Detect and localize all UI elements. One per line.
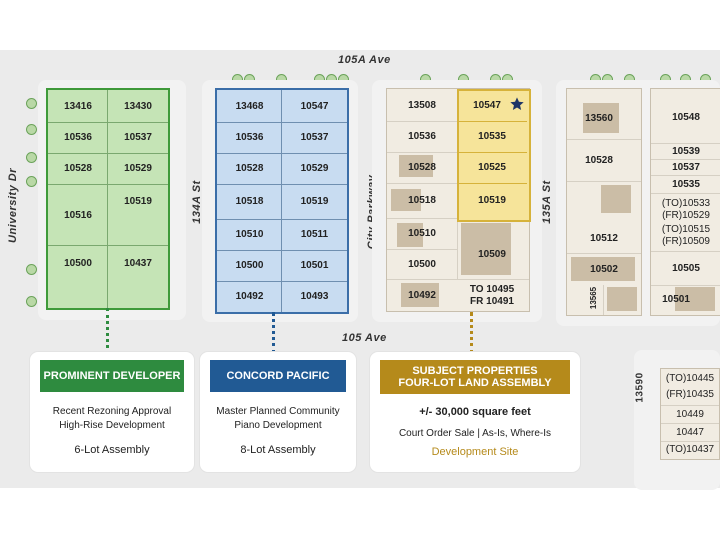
road-label-135a-st: 135A St [541,180,553,224]
lot-label[interactable]: 10518 [235,196,264,207]
lot-label[interactable]: 10537 [672,162,700,173]
lot-label[interactable]: 10518 [408,195,436,206]
lot-label[interactable]: 10511 [300,229,329,240]
card-prominent-developer[interactable]: PROMINENT DEVELOPER Recent Rezoning Appr… [30,352,194,472]
tree-icon [26,176,37,187]
lot-label[interactable]: 10493 [300,291,329,302]
lot-label[interactable]: 10529 [300,163,329,174]
lot-label[interactable]: 10437 [124,257,152,269]
card-assembly-count: 8-Lot Assembly [240,444,316,456]
lot-label[interactable]: 10505 [672,262,700,274]
block-subject: 13508 10547 10536 10535 10528 10525 1051… [386,88,531,312]
lot-label[interactable]: 10510 [235,229,264,240]
connector-line-subject [470,312,473,354]
lot-label[interactable]: (TO)10437 [665,444,715,455]
lot-label[interactable]: 10536 [235,132,264,143]
lot-label[interactable]: 10519 [478,195,506,206]
lot-label[interactable]: 10528 [408,162,436,173]
block-east-b: 10548 10539 10537 10535 (TO)10533 (FR)10… [650,88,720,316]
star-icon [509,96,525,112]
lot-label[interactable]: (FR)10509 [662,235,710,247]
tree-icon [26,124,37,135]
card-area: +/- 30,000 square feet [419,406,531,418]
lot-label[interactable]: 13416 [64,100,92,112]
lot-label[interactable]: 10510 [408,228,436,239]
lot-label[interactable]: 10535 [672,179,700,190]
lot-label[interactable]: 10536 [408,131,436,142]
lot-label[interactable]: 10500 [64,257,92,269]
lot-label[interactable]: 10500 [408,258,436,270]
tree-icon [26,152,37,163]
lot-label[interactable]: 10449 [676,409,704,420]
connector-line-green [106,308,109,354]
lot-label[interactable]: 13430 [124,100,152,112]
tree-icon [26,296,37,307]
lot-label[interactable]: 13560 [585,112,613,124]
lot-label[interactable]: 10492 [408,289,436,301]
lot-label[interactable]: 10500 [235,260,264,271]
card-sale-terms: Court Order Sale | As-Is, Where-Is [398,428,552,439]
card-title-line: FOUR-LOT LAND ASSEMBLY [398,377,552,389]
lot-label[interactable]: 10529 [124,163,152,174]
card-concord-pacific[interactable]: CONCORD PACIFIC Master Planned Community… [200,352,356,472]
block-east-a: 13560 10528 10512 10502 13565 [566,88,642,316]
lot-label[interactable]: 10519 [124,195,152,207]
lot-label[interactable]: 10525 [478,162,506,173]
lot-label[interactable]: (TO)10533 [661,197,711,209]
lot-label[interactable]: 10547 [300,100,329,112]
lot-label[interactable]: 10501 [662,293,690,305]
card-description-line: Master Planned Community [216,406,340,417]
block-green: 13416 13430 10536 10537 10528 10529 1051… [46,88,170,310]
lot-label[interactable]: 10509 [478,248,506,260]
road-label-105a-ave: 105A Ave [338,54,391,66]
lot-label[interactable]: 10516 [64,209,92,221]
tree-icon [26,264,37,275]
lot-label[interactable]: 10512 [590,232,618,244]
lot-label[interactable]: 10539 [672,146,700,157]
block-southeast: (TO)10445 (FR)10435 10449 10447 (TO)1043… [660,368,720,460]
card-description-line: High-Rise Development [59,420,165,431]
card-site-type: Development Site [431,446,519,458]
lot-label[interactable]: 10547 [473,99,501,111]
lot-label[interactable]: 10502 [590,263,618,275]
road-label-university-dr: University Dr [7,168,19,243]
lot-label[interactable]: 13565 [588,286,598,310]
lot-label[interactable]: 10492 [235,291,264,302]
block-blue: 13468 10547 10536 10537 10528 10529 1051… [215,88,349,314]
lot-label[interactable]: FR 10491 [470,295,514,307]
card-title: CONCORD PACIFIC [210,360,346,392]
lot-label[interactable]: (TO)10515 [661,223,711,235]
lot-label[interactable]: 10528 [64,163,92,174]
card-description-line: Piano Development [234,420,322,431]
lot-label[interactable]: 10519 [300,196,329,207]
card-assembly-count: 6-Lot Assembly [74,444,150,456]
lot-label[interactable]: 13468 [235,100,264,112]
lot-label[interactable]: 10447 [676,427,704,438]
card-title: SUBJECT PROPERTIES FOUR-LOT LAND ASSEMBL… [380,360,570,394]
lot-label[interactable]: 10537 [124,132,152,143]
card-description-line: Recent Rezoning Approval [52,406,172,417]
connector-line-blue [272,312,275,354]
lot-label[interactable]: TO 10495 [469,283,515,295]
subject-properties-outline[interactable] [457,89,531,222]
lot-label[interactable]: 10536 [64,132,92,143]
card-title-line: SUBJECT PROPERTIES [412,365,538,377]
tree-icon [26,98,37,109]
road-label-105-ave: 105 Ave [342,332,387,344]
lot-label[interactable]: (TO)10445 [665,373,715,384]
lot-label[interactable]: 10501 [300,260,329,271]
lot-label[interactable]: (FR)10529 [662,209,710,221]
lot-label[interactable]: (FR)10435 [666,389,714,400]
lot-label[interactable]: 10535 [478,131,506,142]
lot-label[interactable]: 10528 [235,163,264,174]
lot-label[interactable]: 13590 [634,372,646,403]
lot-label[interactable]: 10537 [300,132,329,143]
lot-label[interactable]: 13508 [408,99,436,111]
card-subject-properties[interactable]: SUBJECT PROPERTIES FOUR-LOT LAND ASSEMBL… [370,352,580,472]
lot-label[interactable]: 10528 [585,154,613,166]
card-title: PROMINENT DEVELOPER [40,360,184,392]
lot-label[interactable]: 10548 [672,111,700,123]
